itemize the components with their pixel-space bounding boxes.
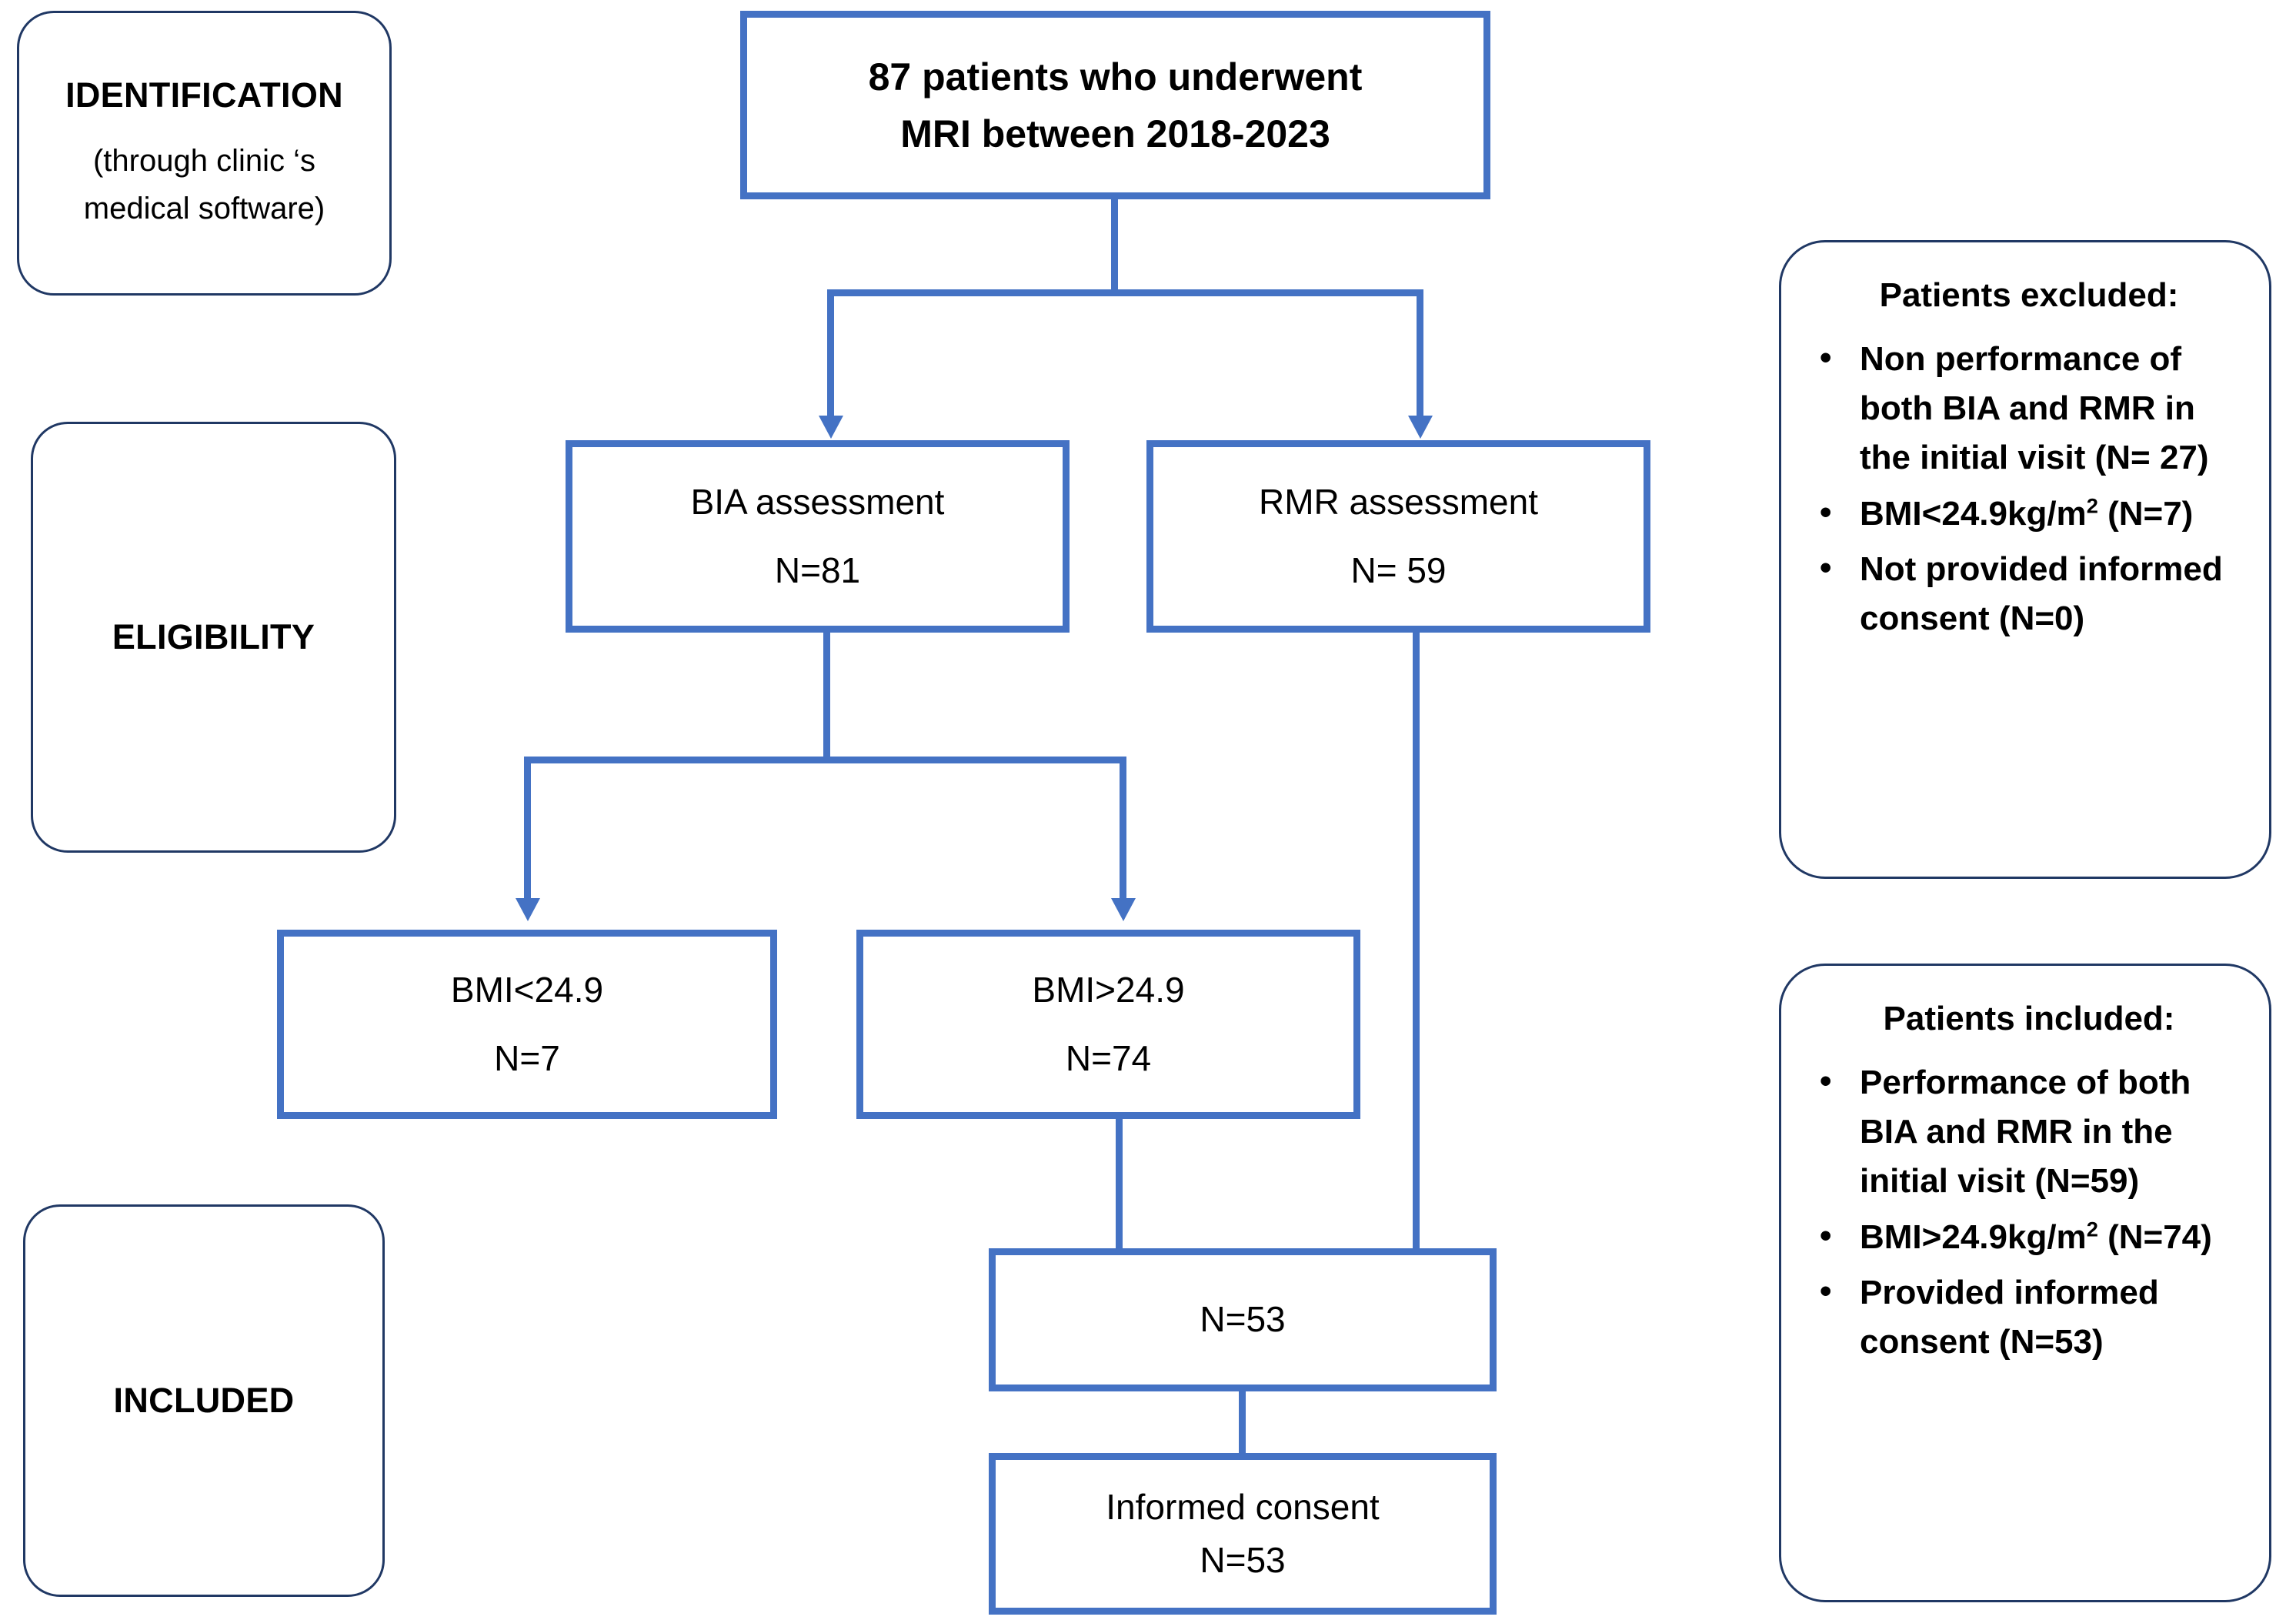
- panel-excluded-heading: Patients excluded:: [1879, 276, 2179, 314]
- node-consent-line2: N=53: [1200, 1540, 1286, 1580]
- list-item: Performance of both BIA and RMR in the i…: [1812, 1057, 2246, 1207]
- node-bmi-low: BMI<24.9 N=7: [277, 930, 777, 1119]
- superscript: 2: [2086, 1217, 2098, 1241]
- arrow-to-rmr-icon: [1408, 416, 1433, 439]
- arrow-to-bia-icon: [819, 416, 843, 439]
- node-merged-line1: N=53: [1200, 1299, 1286, 1340]
- node-bmi-low-line1: BMI<24.9: [450, 969, 604, 1010]
- connector-source-down: [1111, 196, 1118, 292]
- stage-identification-subtitle-line2: medical software): [83, 192, 325, 226]
- stage-included-title: INCLUDED: [113, 1380, 295, 1420]
- list-item-suffix: (N=74): [2097, 1218, 2212, 1256]
- node-bmi-low-line2: N=7: [494, 1038, 560, 1078]
- stage-eligibility-title: ELIGIBILITY: [112, 616, 315, 656]
- node-bia-line1: BIA assessment: [690, 481, 945, 522]
- node-source-line2: MRI between 2018-2023: [900, 112, 1330, 155]
- connector-to-bmi-low: [524, 757, 531, 903]
- list-item: Non performance of both BIA and RMR in t…: [1812, 333, 2246, 483]
- connector-source-split-bar: [827, 289, 1423, 296]
- superscript: 2: [2086, 493, 2098, 518]
- node-bmi-high: BMI>24.9 N=74: [856, 930, 1360, 1119]
- list-item-suffix: (N=7): [2097, 494, 2194, 533]
- connector-merged-to-consent: [1239, 1391, 1246, 1465]
- node-rmr: RMR assessment N= 59: [1146, 440, 1650, 633]
- node-source-line1: 87 patients who underwent: [868, 55, 1363, 99]
- node-bmi-high-line2: N=74: [1065, 1038, 1152, 1078]
- node-consent: Informed consent N=53: [989, 1453, 1497, 1615]
- node-bmi-high-line1: BMI>24.9: [1032, 969, 1185, 1010]
- node-bia-line2: N=81: [774, 550, 861, 590]
- connector-to-rmr: [1417, 289, 1423, 420]
- node-source: 87 patients who underwent MRI between 20…: [740, 11, 1490, 199]
- stage-identification: IDENTIFICATION (through clinic ‘s medica…: [17, 11, 392, 296]
- list-item: Provided informed consent (N=53): [1812, 1267, 2246, 1367]
- panel-patients-included: Patients included: Performance of both B…: [1779, 964, 2271, 1602]
- connector-to-bmi-high: [1120, 757, 1126, 903]
- node-consent-line1: Informed consent: [1106, 1486, 1380, 1527]
- connector-rmr-to-merged: [1413, 630, 1420, 1253]
- list-item-text: BMI<24.9kg/m: [1860, 494, 2087, 533]
- node-merged: N=53: [989, 1248, 1497, 1391]
- arrow-to-bmi-low-icon: [516, 898, 540, 921]
- panel-excluded-list: Non performance of both BIA and RMR in t…: [1812, 333, 2246, 643]
- node-rmr-line2: N= 59: [1350, 550, 1447, 590]
- node-rmr-line1: RMR assessment: [1259, 481, 1538, 522]
- panel-patients-excluded: Patients excluded: Non performance of bo…: [1779, 240, 2271, 879]
- connector-bia-down: [823, 630, 830, 760]
- panel-included-heading: Patients included:: [1883, 1000, 2175, 1037]
- list-item: Not provided informed consent (N=0): [1812, 543, 2246, 643]
- stage-identification-subtitle: (through clinic ‘s medical software): [84, 137, 325, 232]
- panel-included-list: Performance of both BIA and RMR in the i…: [1812, 1057, 2246, 1367]
- list-item: BMI>24.9kg/m2 (N=74): [1812, 1211, 2246, 1262]
- node-bia: BIA assessment N=81: [566, 440, 1070, 633]
- stage-eligibility: ELIGIBILITY: [31, 422, 396, 853]
- arrow-to-bmi-high-icon: [1111, 898, 1136, 921]
- stage-identification-title: IDENTIFICATION: [65, 75, 343, 115]
- stage-identification-subtitle-line1: (through clinic ‘s: [92, 144, 315, 179]
- connector-bmi-high-to-merged: [1116, 1116, 1123, 1253]
- connector-to-bia: [827, 289, 834, 420]
- list-item-text: BMI>24.9kg/m: [1860, 1218, 2087, 1256]
- connector-bia-split-bar: [524, 757, 1126, 763]
- stage-included: INCLUDED: [23, 1204, 385, 1597]
- list-item: BMI<24.9kg/m2 (N=7): [1812, 488, 2246, 539]
